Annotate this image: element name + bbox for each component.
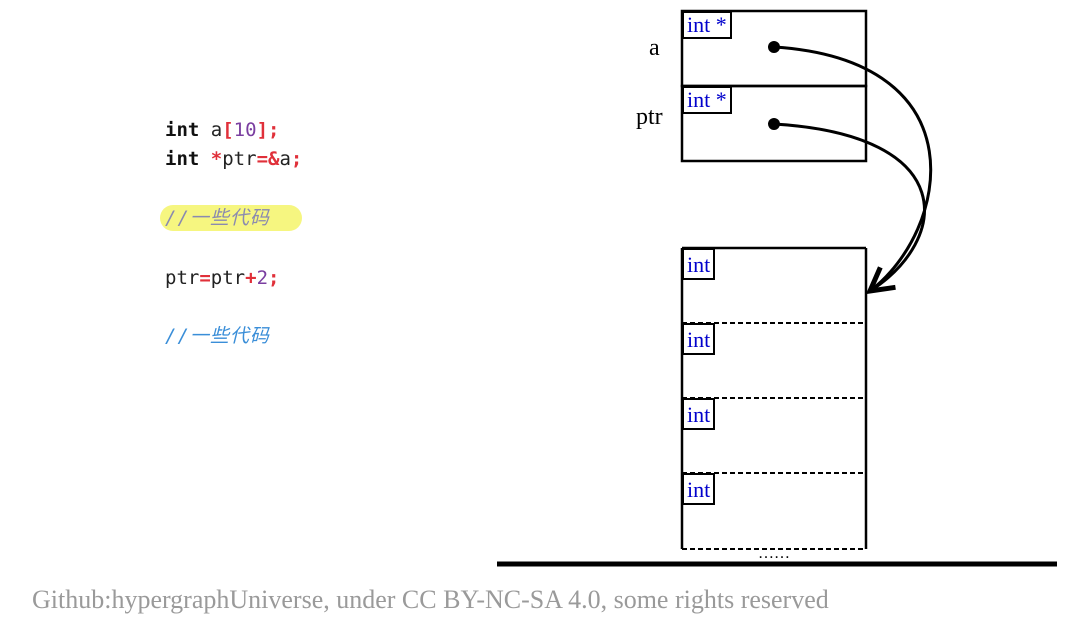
- bracket-open: [: [222, 119, 234, 141]
- assign-operator: =: [199, 267, 211, 289]
- address-of-operator: &: [268, 148, 280, 170]
- semicolon: ;: [268, 119, 280, 141]
- code-comment-highlighted: //一些代码: [165, 207, 270, 229]
- identifier-ptr: ptr: [165, 267, 200, 289]
- identifier-ptr: ptr: [210, 267, 246, 289]
- comment-highlight: [160, 205, 302, 231]
- type-tag-int: int: [682, 473, 716, 505]
- keyword-int: int: [165, 148, 200, 170]
- type-tag-int: int: [682, 398, 716, 430]
- identifier-a: a: [279, 148, 291, 170]
- plus-operator: +: [245, 267, 257, 289]
- type-tag-int: int: [682, 323, 716, 355]
- type-tag-int-pointer: int *: [682, 86, 732, 114]
- type-tag-int: int: [682, 248, 716, 280]
- var-label-ptr: ptr: [636, 104, 663, 130]
- assign-operator: =: [256, 148, 269, 170]
- var-box-ptr: [680, 84, 868, 163]
- type-tag-int-pointer: int *: [682, 11, 732, 39]
- license-footer: Github:hypergraphUniverse, under CC BY-N…: [32, 585, 829, 614]
- code-line-array-decl: int a[10];: [165, 118, 279, 142]
- keyword-int: int: [165, 119, 200, 141]
- identifier-a: a: [199, 119, 223, 141]
- code-comment: //一些代码: [165, 325, 270, 347]
- number-2: 2: [256, 267, 269, 289]
- bracket-close: ]: [256, 119, 269, 141]
- array-ellipsis: ……: [758, 545, 790, 562]
- semicolon: ;: [290, 148, 303, 170]
- number-10: 10: [233, 119, 257, 141]
- var-label-a: a: [649, 35, 660, 61]
- semicolon: ;: [268, 267, 280, 289]
- code-line-ptr-increment: ptr=ptr+2;: [165, 266, 279, 290]
- identifier-ptr: ptr: [222, 148, 257, 170]
- pointer-star: *: [210, 148, 223, 170]
- pointer-arrow-a: [773, 45, 933, 291]
- pointer-arrow-ptr: [773, 122, 926, 293]
- code-line-ptr-decl: int *ptr=&a;: [165, 147, 302, 171]
